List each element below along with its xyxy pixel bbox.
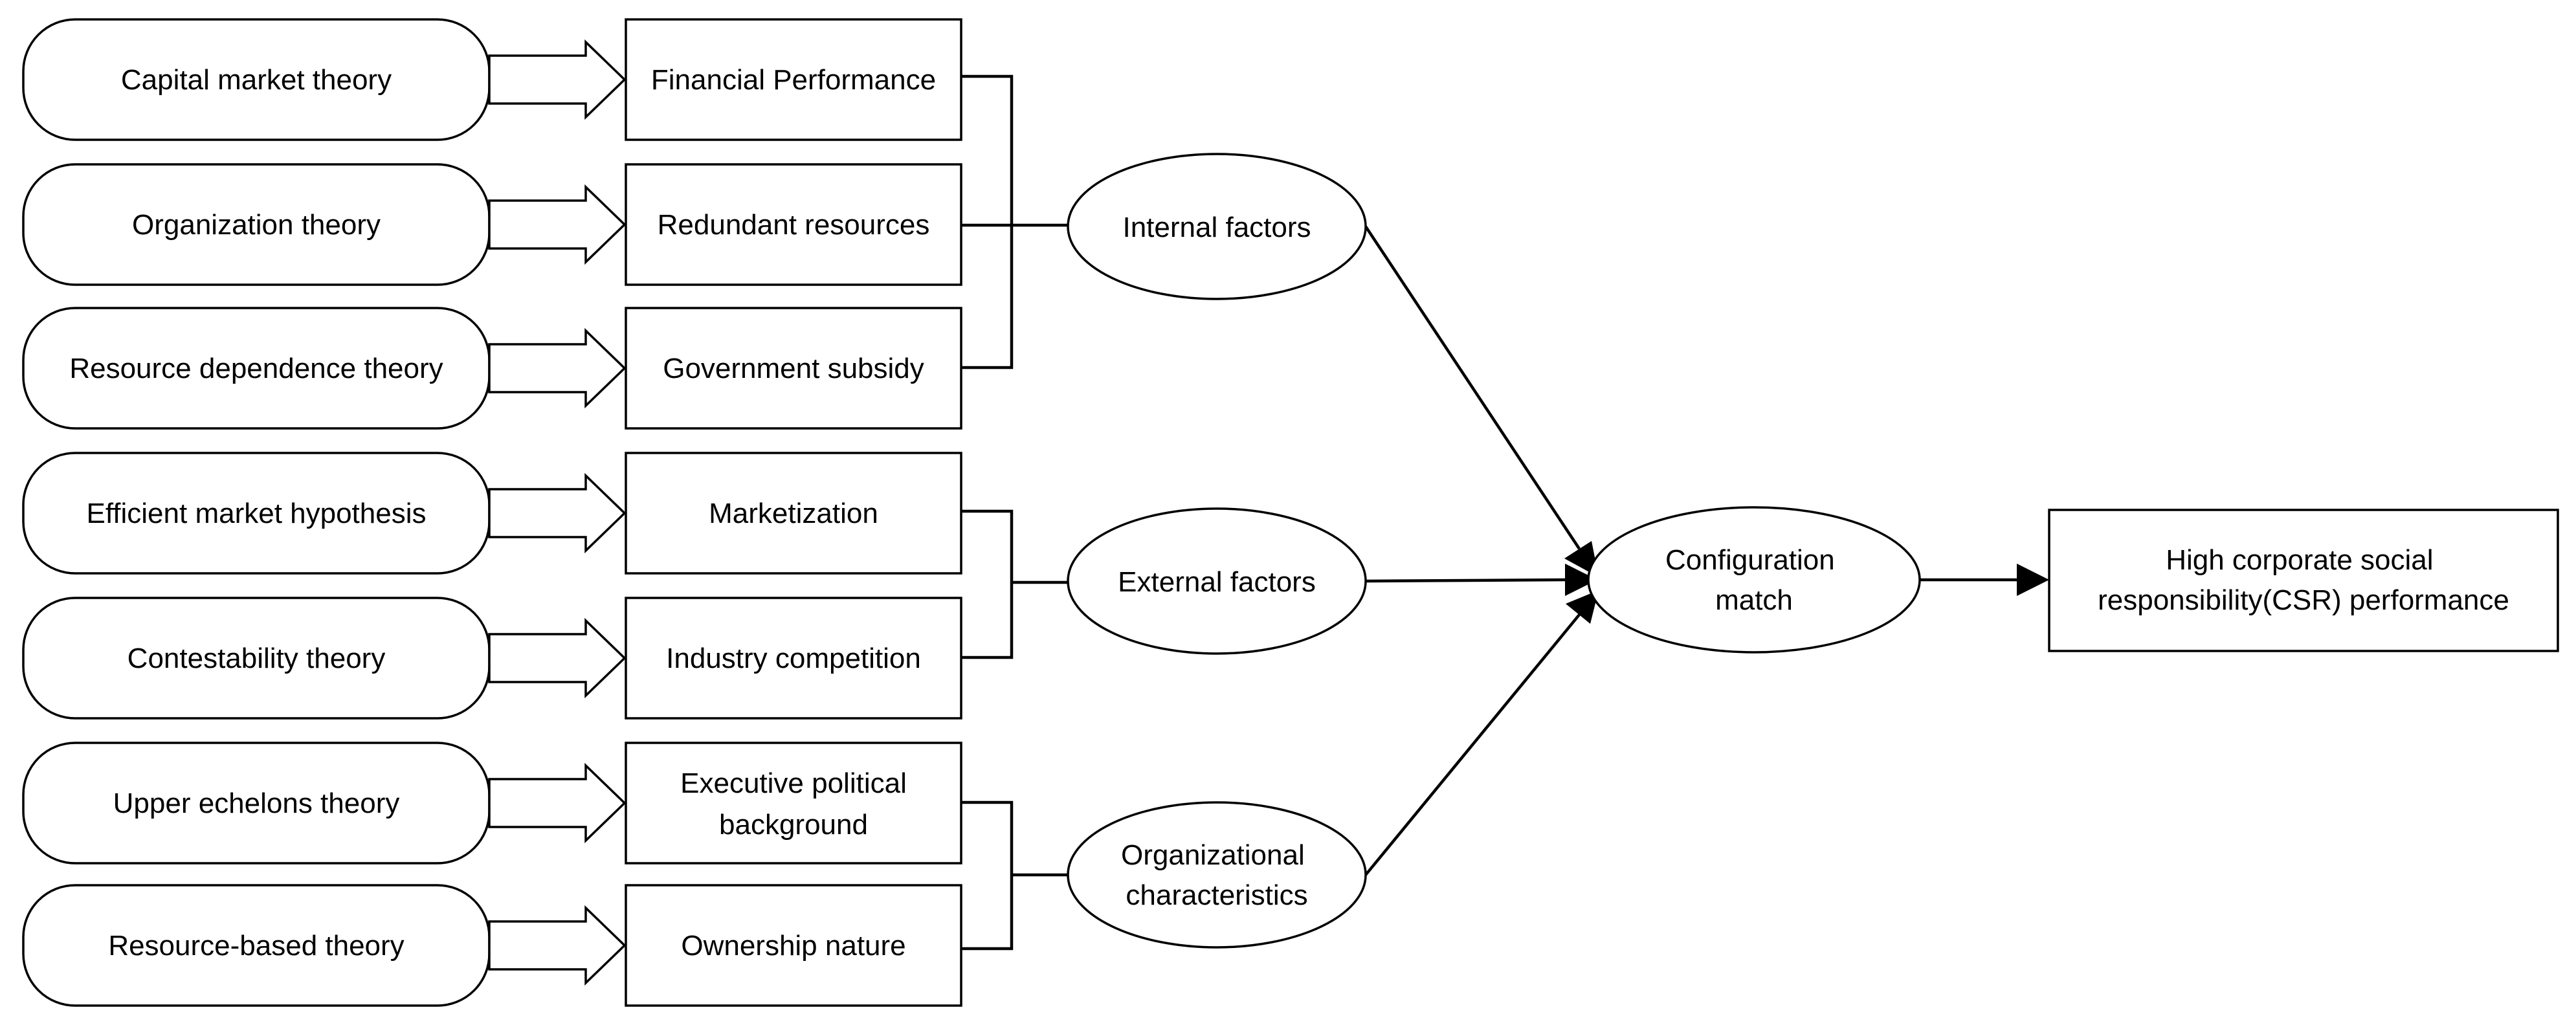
- variable-item: Redundant resources: [625, 163, 962, 286]
- variable-item: Ownership nature: [625, 884, 962, 1007]
- variable-label: Government subsidy: [663, 353, 924, 384]
- svg-text:Internal factors: Internal factors: [1122, 212, 1311, 243]
- theory-item: Efficient market hypothesis: [22, 452, 491, 575]
- factor-organizational-label-line1: Organizational: [1121, 839, 1305, 871]
- theory-to-variable-arrows: [488, 39, 627, 986]
- hollow-arrow: [488, 905, 627, 986]
- factor-external: External factors: [1067, 507, 1367, 655]
- theory-label: Capital market theory: [121, 64, 392, 96]
- variable-label-line: Financial Performance: [651, 64, 936, 96]
- configuration-ellipse: [1587, 506, 1921, 654]
- variable-item: Industry competition: [625, 597, 962, 720]
- theory-item: Organization theory: [22, 163, 491, 286]
- outcome-label-line2: responsibility(CSR) performance: [2098, 584, 2509, 616]
- variable-box: [625, 742, 962, 865]
- theory-label: Upper echelons theory: [113, 788, 400, 819]
- variable-item: Marketization: [625, 452, 962, 575]
- variable-label-line: Industry competition: [666, 643, 921, 674]
- factor-internal: Internal factors: [1067, 153, 1367, 300]
- theory-label: Resource-based theory: [108, 930, 404, 962]
- variable-label: Industry competition: [666, 643, 921, 674]
- variable-label-line: Ownership nature: [681, 930, 905, 962]
- arrowhead-external: [1565, 564, 1597, 596]
- variable-label-line: Government subsidy: [663, 353, 924, 384]
- variable-box: [625, 307, 962, 430]
- factor-internal-label: Internal factors: [1122, 212, 1311, 243]
- variable-item: Executive political background: [625, 742, 962, 865]
- theory-label: Organization theory: [132, 209, 381, 241]
- variable-item: Financial Performance: [625, 18, 962, 141]
- hollow-arrow: [488, 762, 627, 844]
- factor-organizational: Organizational characteristics: [1067, 801, 1367, 949]
- svg-text:Organizational character: Organizational characteristics: [1121, 839, 1313, 911]
- theory-item: Contestability theory: [22, 597, 491, 720]
- svg-text:Configuration match: Configuration match: [1665, 544, 1843, 616]
- hollow-arrow: [488, 617, 627, 699]
- theory-label: Contestability theory: [128, 643, 386, 674]
- variable-label-line: Marketization: [709, 498, 878, 529]
- arrow-internal-to-configuration: [1364, 225, 1581, 550]
- bracket-organizational-characteristics: [961, 800, 1069, 951]
- svg-text:External factors: External factors: [1118, 566, 1316, 598]
- hollow-arrow: [488, 184, 627, 265]
- variable-box: [625, 163, 962, 286]
- theory-label: Resource dependence theory: [69, 353, 443, 384]
- factor-external-ellipse: [1067, 507, 1367, 655]
- variable-label-line: Redundant resources: [658, 209, 930, 241]
- outcome-box: [2048, 509, 2559, 652]
- theory-label: Efficient market hypothesis: [87, 498, 427, 529]
- hollow-arrow: [488, 327, 627, 409]
- theory-item: Resource dependence theory: [22, 307, 491, 430]
- factor-external-label: External factors: [1118, 566, 1316, 598]
- variable-label: Financial Performance: [651, 64, 936, 96]
- theory-item: Upper echelons theory: [22, 742, 491, 865]
- variable-item: Government subsidy: [625, 307, 962, 430]
- theory-item: Resource-based theory: [22, 884, 491, 1007]
- arrow-external-to-configuration: [1365, 578, 1567, 583]
- factor-internal-ellipse: [1067, 153, 1367, 300]
- configuration-label-line2: match: [1715, 584, 1793, 616]
- variable-box: [625, 884, 962, 1007]
- theory-item: Capital market theory: [22, 18, 491, 141]
- bracket-internal-factors: [961, 74, 1069, 369]
- variable-label: Ownership nature: [681, 930, 905, 962]
- factor-organizational-label-line2: characteristics: [1126, 879, 1307, 911]
- configuration-node: Configuration match: [1587, 506, 1921, 654]
- factor-organizational-ellipse: [1067, 801, 1367, 949]
- arrow-organizational-to-configuration: [1364, 613, 1581, 876]
- flow-arrows: [1364, 225, 2049, 876]
- svg-text:High corporate social re: High corporate social responsibility(CSR…: [2098, 544, 2509, 616]
- variable-label: Executive political background: [680, 767, 907, 841]
- variable-label-line: background: [719, 809, 868, 841]
- variable-label: Redundant resources: [658, 209, 930, 241]
- variable-box: [625, 452, 962, 575]
- hollow-arrow: [488, 472, 627, 554]
- arrowhead-organizational: [1566, 590, 1599, 624]
- configuration-label-line1: Configuration: [1665, 544, 1835, 576]
- variable-box: [625, 597, 962, 720]
- variable-label-line: Executive political: [680, 767, 907, 799]
- group-connectors: [961, 74, 1069, 951]
- outcome-label-line1: High corporate social: [2166, 544, 2433, 576]
- hollow-arrow: [488, 39, 627, 120]
- variable-label: Marketization: [709, 498, 878, 529]
- outcome-node: High corporate social responsibility(CSR…: [2048, 509, 2559, 652]
- variable-box: [625, 18, 962, 141]
- bracket-external-factors: [961, 509, 1069, 659]
- arrowhead-outcome: [2017, 564, 2049, 596]
